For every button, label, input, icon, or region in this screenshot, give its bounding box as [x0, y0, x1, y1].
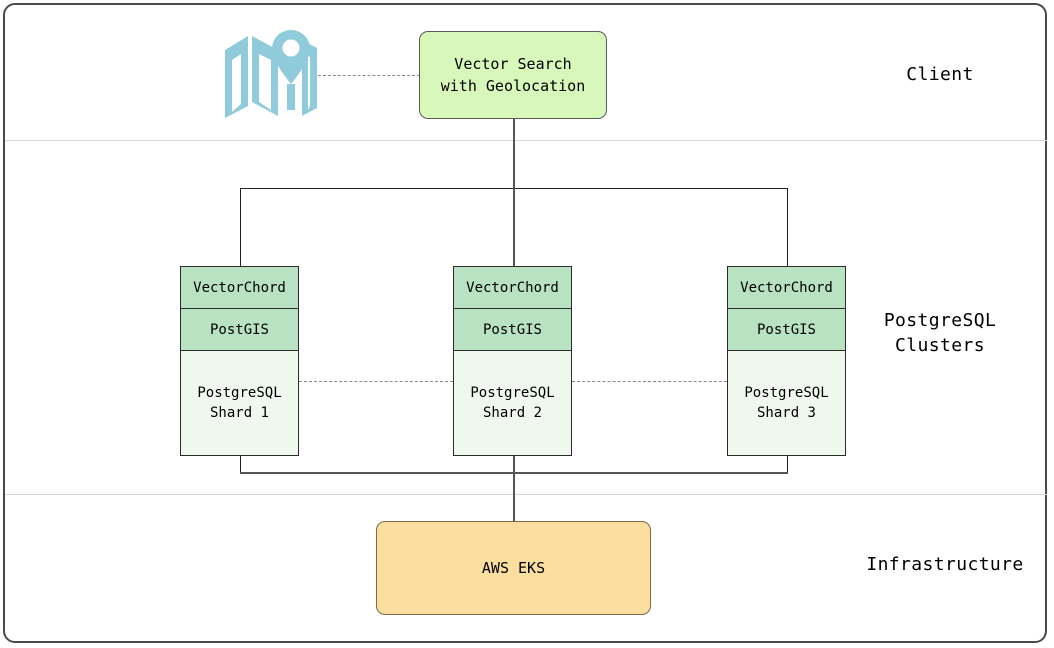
- connector-shard-3-to-fanin: [787, 456, 788, 473]
- connector-shard-1-to-fanin: [240, 456, 241, 473]
- connector-bus-to-shard-1: [240, 188, 241, 267]
- shard-3[interactable]: VectorChord PostGIS PostgreSQL Shard 3: [727, 266, 846, 456]
- shard-1-label: PostgreSQL Shard 1: [181, 351, 298, 455]
- connector-client-to-bus: [513, 119, 515, 188]
- node-vector-search[interactable]: Vector Search with Geolocation: [419, 31, 607, 119]
- connector-shard-2-to-shard-3: [572, 381, 727, 382]
- shard-1-extension-vectorchord: VectorChord: [181, 267, 298, 309]
- shard-3-label: PostgreSQL Shard 3: [728, 351, 845, 455]
- connector-bus-to-shard-2: [513, 188, 515, 267]
- lane-divider-clusters-infrastructure: [5, 494, 1047, 495]
- shard-3-extension-vectorchord: VectorChord: [728, 267, 845, 309]
- connector-shard-1-to-shard-2: [299, 381, 453, 382]
- connector-map-to-vector-search: [318, 75, 420, 76]
- node-aws-eks[interactable]: AWS EKS: [376, 521, 651, 615]
- connector-shard-2-to-infrastructure: [513, 456, 515, 526]
- connector-fanin-bus: [240, 472, 788, 474]
- shard-2-extension-postgis: PostGIS: [454, 309, 571, 351]
- shard-2-label: PostgreSQL Shard 2: [454, 351, 571, 455]
- map-location-icon: [222, 28, 320, 124]
- shard-2[interactable]: VectorChord PostGIS PostgreSQL Shard 2: [453, 266, 572, 456]
- lane-divider-client-clusters: [5, 140, 1047, 141]
- shard-1[interactable]: VectorChord PostGIS PostgreSQL Shard 1: [180, 266, 299, 456]
- shard-2-extension-vectorchord: VectorChord: [454, 267, 571, 309]
- connector-bus-to-shard-3: [787, 188, 788, 267]
- lane-label-infrastructure: Infrastructure: [866, 554, 1024, 575]
- lane-label-client: Client: [906, 64, 974, 85]
- shard-3-extension-postgis: PostGIS: [728, 309, 845, 351]
- shard-1-extension-postgis: PostGIS: [181, 309, 298, 351]
- lane-label-postgresql-clusters: PostgreSQL Clusters: [883, 310, 997, 356]
